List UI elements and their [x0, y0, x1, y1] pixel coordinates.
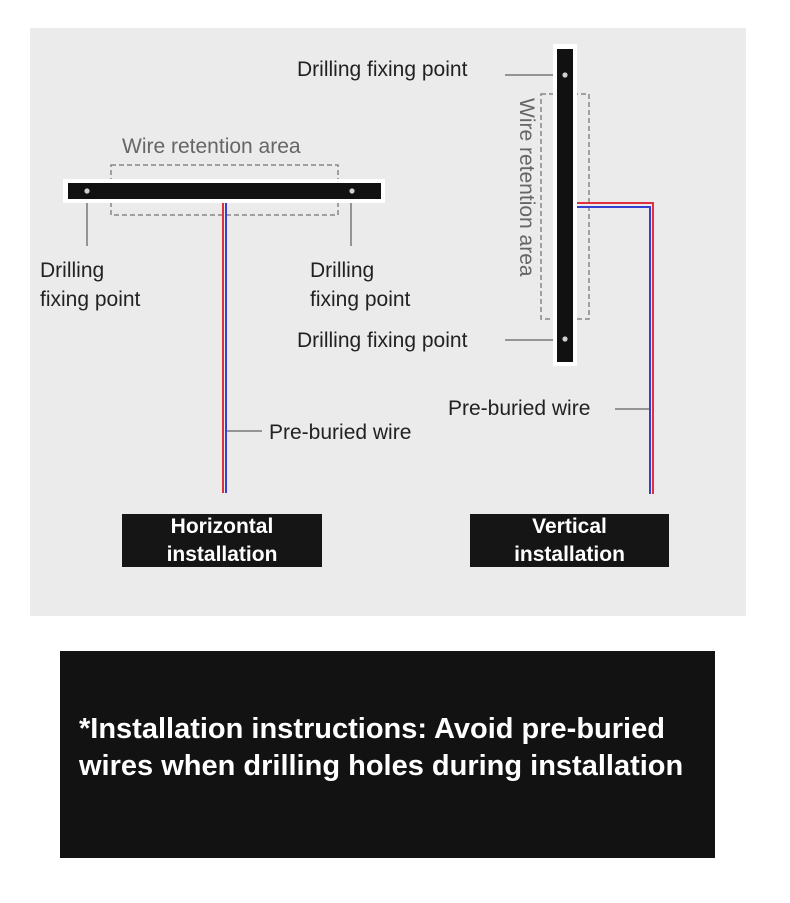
- vertical-tag-line2: installation: [514, 542, 625, 566]
- horizontal-fix-label-left-line1: Drilling: [40, 259, 105, 282]
- vertical-wire-label: Pre-buried wire: [448, 397, 591, 420]
- horizontal-fix-label-right-line2: fixing point: [310, 288, 411, 311]
- vertical-fix-hole-bottom: [562, 336, 568, 342]
- vertical-fix-label-bottom: Drilling fixing point: [297, 329, 468, 352]
- horizontal-fix-label-left-line2: fixing point: [40, 288, 141, 311]
- horizontal-fix-label-right: Drilling fixing point: [310, 256, 410, 314]
- vertical-installation-tag: Vertical installation: [470, 514, 669, 567]
- horizontal-tag-line2: installation: [166, 542, 278, 566]
- instruction-text: *Installation instructions: Avoid pre-bu…: [79, 711, 719, 785]
- horizontal-fix-hole-left: [84, 188, 90, 194]
- horizontal-installation-tag: Horizontal installation: [122, 514, 322, 567]
- vertical-fix-hole-top: [562, 72, 568, 78]
- instruction-line2: wires when drilling holes during install…: [79, 750, 684, 782]
- vertical-tag-line1: Vertical: [532, 514, 607, 538]
- horizontal-fix-hole-right: [349, 188, 355, 194]
- vertical-fix-label-top: Drilling fixing point: [297, 58, 468, 81]
- horizontal-wire-label: Pre-buried wire: [269, 421, 412, 444]
- horizontal-tag-line1: Horizontal: [170, 514, 274, 538]
- vertical-wire-red: [577, 202, 654, 494]
- horizontal-fix-label-right-line1: Drilling: [310, 259, 375, 282]
- horizontal-retention-label: Wire retention area: [122, 135, 301, 158]
- vertical-retention-label: Wire retention area: [515, 98, 538, 277]
- instruction-line1: *Installation instructions: Avoid pre-bu…: [79, 713, 665, 745]
- vertical-wire-blue: [577, 206, 651, 494]
- horizontal-bar: [68, 183, 381, 199]
- instruction-box: *Installation instructions: Avoid pre-bu…: [60, 651, 715, 858]
- horizontal-fix-label-left: Drilling fixing point: [40, 256, 140, 314]
- vertical-bar: [557, 49, 573, 362]
